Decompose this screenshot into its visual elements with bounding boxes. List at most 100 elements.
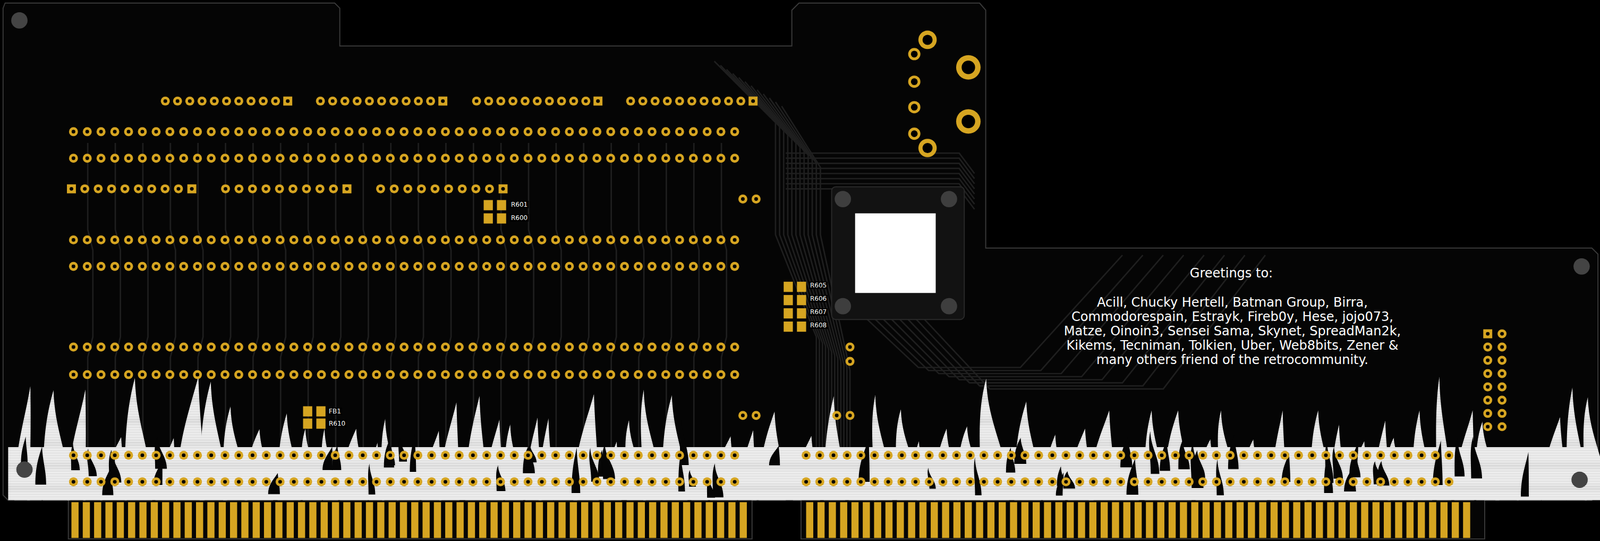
pin-hole [333, 479, 338, 484]
pin [234, 342, 244, 352]
pin-pad [222, 96, 232, 106]
pin-hole [405, 186, 410, 191]
pin-hole [705, 129, 710, 134]
pin-hole [486, 99, 491, 104]
gold-finger [919, 501, 927, 538]
pin-pad [124, 153, 134, 163]
pin-pad [330, 342, 340, 352]
pin-pad [80, 184, 90, 194]
pin [160, 96, 170, 106]
pin-hole [223, 479, 227, 484]
pin-pad [173, 96, 183, 106]
pin [206, 477, 216, 487]
gold-finger [1213, 501, 1221, 538]
pin-pad [416, 184, 427, 194]
pin [688, 450, 699, 460]
pin-pad [1075, 477, 1085, 487]
pin [371, 450, 381, 460]
gold-finger [1349, 501, 1357, 538]
pin-pad [498, 184, 508, 194]
pin [1116, 477, 1126, 487]
pin-hole [446, 186, 451, 191]
pin [440, 342, 450, 352]
pin [261, 126, 271, 136]
pin-hole [264, 186, 268, 191]
pin-hole [305, 129, 310, 134]
pin-hole [181, 264, 186, 269]
pin-hole [608, 372, 613, 377]
pin-pad [661, 342, 671, 352]
pin-hole [113, 479, 117, 484]
gold-finger [196, 501, 203, 538]
pin-hole [113, 453, 117, 457]
pin-pad [330, 477, 340, 487]
pin-pad [275, 369, 285, 379]
pin [289, 342, 299, 352]
gold-finger [1077, 501, 1085, 538]
pin-pad [340, 96, 350, 106]
pin-hole [1146, 453, 1151, 457]
pin-pad [151, 450, 161, 460]
pin-hole [209, 237, 214, 242]
pin [523, 235, 533, 245]
pin [578, 450, 588, 460]
pin-pad [619, 126, 629, 136]
pin [82, 450, 92, 460]
pin-pad [965, 477, 975, 487]
pin [496, 369, 506, 379]
pin [358, 477, 368, 487]
pin-pad [661, 477, 671, 487]
pin [815, 450, 825, 460]
pin-pad [133, 184, 143, 194]
pin-pad [1253, 477, 1263, 487]
flame-shadow [1215, 458, 1224, 496]
pin-hole [374, 453, 379, 457]
pin-pad [1157, 477, 1167, 487]
pin [413, 153, 423, 163]
pin-hole [691, 237, 696, 242]
pin-hole [1392, 479, 1397, 484]
pin-hole [167, 264, 172, 269]
pin-hole [1269, 453, 1274, 457]
pin-hole [858, 479, 863, 484]
pin-hole [319, 372, 324, 377]
pin-pad [592, 153, 602, 163]
pin-pad [82, 261, 92, 271]
gold-finger [1043, 501, 1051, 538]
copper-trace [751, 85, 836, 449]
pin-pad [275, 126, 285, 136]
pin-pad [248, 126, 258, 136]
pin-pad [427, 153, 437, 163]
pin-hole [641, 99, 645, 104]
pin-pad [261, 342, 271, 352]
pin-pad [520, 96, 530, 106]
pin [82, 153, 92, 163]
pin-pad [426, 96, 436, 106]
pin-hole [512, 372, 517, 377]
pin-hole [278, 453, 283, 457]
pin-pad [317, 369, 327, 379]
pin [138, 450, 148, 460]
pin-pad [303, 342, 313, 352]
pin-hole [99, 479, 104, 484]
pin [496, 126, 506, 136]
pin-hole [140, 237, 145, 242]
pin-hole [85, 372, 90, 377]
pin-pad [234, 261, 244, 271]
pin-hole [1255, 453, 1260, 457]
pin-pad [716, 153, 726, 163]
pin [1006, 450, 1016, 460]
pin [413, 450, 423, 460]
pin-hole [540, 479, 544, 484]
pin [1170, 477, 1180, 487]
pin [675, 369, 685, 379]
pin-hole [99, 129, 104, 134]
pin [675, 96, 685, 106]
pin-pad [482, 235, 492, 245]
pin-hole [540, 345, 544, 350]
pin [730, 261, 740, 271]
flame [1386, 437, 1415, 500]
copper-trace [726, 69, 823, 450]
pin-pad [344, 126, 354, 136]
pin-pad [842, 477, 852, 487]
